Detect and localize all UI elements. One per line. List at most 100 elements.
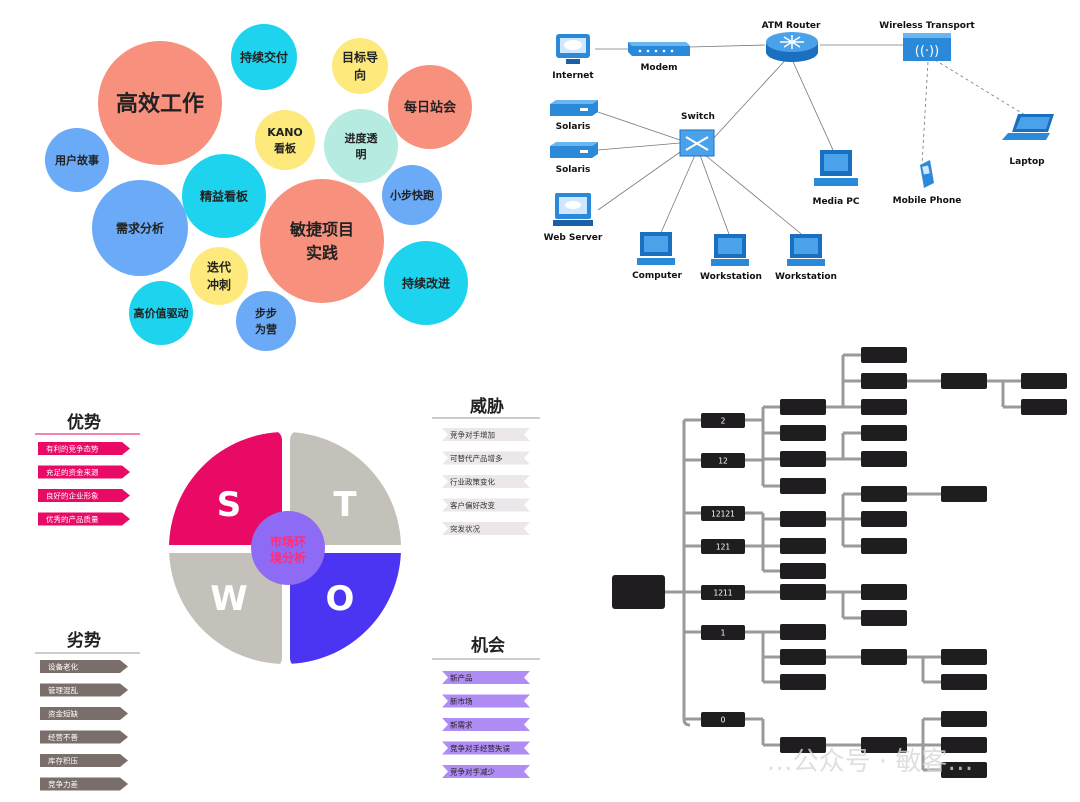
svg-text:优秀的产品质量: 优秀的产品质量 — [46, 514, 99, 524]
weaknesses-title: 劣势 — [67, 630, 101, 651]
svg-text:经营不善: 经营不善 — [48, 732, 78, 742]
node-label: Computer — [632, 271, 682, 281]
svg-text:1: 1 — [721, 629, 726, 638]
tree-node — [941, 674, 987, 690]
svg-text:有利的竞争态势: 有利的竞争态势 — [46, 444, 99, 454]
threat-item: 突发状况 — [442, 522, 530, 535]
tree-node: 0 — [701, 712, 745, 727]
media-pc-icon — [814, 150, 858, 186]
network-diagram: Internet Modem ATM Router Wireless Trans… — [544, 21, 1054, 282]
bubble-label: 为营 — [255, 322, 277, 336]
svg-text:12121: 12121 — [711, 510, 735, 519]
tree-node: 1 — [701, 625, 745, 640]
node-label: Switch — [681, 112, 715, 122]
svg-text:新市场: 新市场 — [450, 696, 473, 706]
weakness-item: 资金短缺 — [40, 707, 128, 720]
network-links — [595, 44, 1026, 238]
svg-text:客户偏好改变: 客户偏好改变 — [450, 500, 495, 510]
wireless-icon: ((·)) — [903, 33, 951, 61]
tree-node — [780, 563, 826, 579]
tree-node — [941, 762, 987, 778]
threat-item: 客户偏好改变 — [442, 498, 530, 512]
weakness-item: 竞争力差 — [40, 777, 128, 791]
node-label: Workstation — [700, 272, 762, 282]
tree-node — [780, 399, 826, 415]
strength-item: 良好的企业形象 — [38, 489, 130, 502]
swot-letter-s: S — [217, 485, 242, 525]
node-label: Wireless Transport — [879, 21, 975, 31]
svg-text:121: 121 — [716, 543, 731, 552]
swot-diagram: S T W O 市场环境分析 优势 威胁 劣势 机会 有利的竞争态势充足的资金来… — [35, 396, 540, 791]
tree-node — [861, 737, 907, 753]
svg-text:良好的企业形象: 良好的企业形象 — [46, 491, 99, 501]
mobile-phone-icon — [920, 160, 934, 188]
bubble-label: 明 — [356, 148, 367, 161]
opportunity-item: 竞争对手减少 — [442, 765, 530, 778]
tree-node — [780, 674, 826, 690]
bubble-label: 冲刺 — [207, 277, 231, 292]
tree-node — [780, 538, 826, 554]
tree-node — [861, 511, 907, 527]
bubble-label: 迭代 — [207, 260, 231, 275]
svg-text:突发状况: 突发状况 — [450, 524, 480, 534]
bubble-label: KANO — [267, 126, 303, 139]
tree-node: 121 — [701, 539, 745, 554]
bubble-label: 高效工作 — [116, 91, 204, 117]
svg-text:充足的资金来源: 充足的资金来源 — [46, 467, 99, 477]
tree-node — [1021, 399, 1067, 415]
bubble-label: 目标导 — [342, 50, 378, 65]
tree-node — [941, 373, 987, 389]
svg-text:新产品: 新产品 — [450, 673, 473, 683]
svg-text:新需求: 新需求 — [450, 720, 473, 730]
bubble: 每日站会 — [388, 65, 472, 149]
tree-node — [861, 649, 907, 665]
bubble-label: 精益看板 — [200, 188, 249, 203]
svg-text:竞争对手增加: 竞争对手增加 — [450, 430, 495, 440]
opportunity-item: 新需求 — [442, 718, 530, 731]
bubble-label: 持续交付 — [240, 49, 288, 64]
svg-text:设备老化: 设备老化 — [48, 662, 78, 672]
svg-text:管理混乱: 管理混乱 — [48, 685, 78, 695]
tree-node — [780, 737, 826, 753]
threat-item: 竞争对手增加 — [442, 428, 530, 441]
tree-node: 2 — [701, 413, 745, 428]
strength-item: 优秀的产品质量 — [38, 512, 130, 526]
threat-item: 行业政策变化 — [442, 475, 530, 488]
bubble-diagram: 高效工作持续交付目标导向每日站会用户故事KANO看板进度透明需求分析精益看板敏捷… — [45, 24, 472, 351]
weakness-item: 设备老化 — [40, 660, 128, 673]
weakness-item: 经营不善 — [40, 730, 128, 744]
svg-text:竞争对手减少: 竞争对手减少 — [450, 767, 495, 777]
tree-node — [861, 538, 907, 554]
opportunity-item: 新产品 — [442, 671, 530, 684]
tree-node — [861, 486, 907, 502]
tree-node — [861, 373, 907, 389]
bubble: 高价值驱动 — [129, 281, 193, 345]
threat-item: 可替代产品增多 — [442, 451, 530, 465]
node-label: Web Server — [544, 233, 603, 243]
tree-node: 1211 — [701, 585, 745, 600]
workstation-icon — [711, 234, 749, 266]
weakness-item: 库存积压 — [40, 754, 128, 767]
bubble: 小步快跑 — [382, 165, 442, 225]
svg-text:竞争对手经营失误: 竞争对手经营失误 — [450, 743, 510, 753]
node-label: Media PC — [813, 197, 860, 207]
workstation-icon — [787, 234, 825, 266]
bubble-label: 敏捷项目 — [289, 220, 354, 239]
svg-text:0: 0 — [721, 716, 726, 725]
tree-node — [941, 486, 987, 502]
node-label: Workstation — [775, 272, 837, 282]
bubble: 用户故事 — [45, 128, 109, 192]
computer-icon — [637, 232, 675, 265]
bubble-label: 小步快跑 — [389, 188, 434, 202]
tree-node — [941, 649, 987, 665]
weakness-item: 管理混乱 — [40, 683, 128, 697]
bubble-label: 用户故事 — [55, 153, 99, 167]
laptop-icon — [1002, 114, 1054, 140]
bubble-label: 高价值驱动 — [134, 306, 189, 320]
svg-text:库存积压: 库存积压 — [48, 756, 78, 766]
bubble: 持续交付 — [231, 24, 297, 90]
swot-letter-t: T — [333, 485, 357, 525]
svg-text:资金短缺: 资金短缺 — [48, 709, 78, 719]
